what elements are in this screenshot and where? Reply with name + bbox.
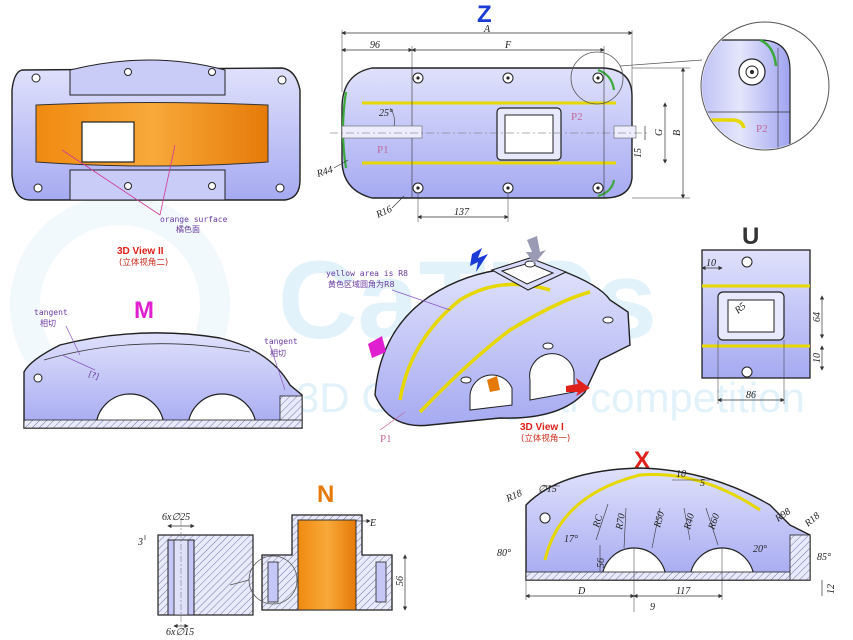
- dim-x-r40: R40: [682, 512, 697, 531]
- view-n: N E 56: [229, 481, 408, 611]
- dim-holes-top: 6x∅25: [162, 512, 190, 523]
- dim-15: 15: [633, 148, 644, 158]
- tangent-note-right: tangent: [264, 337, 298, 346]
- view-3d-1: P1 yellow area is R8 黄色区域圆角为R8 3D View I…: [326, 236, 631, 445]
- dim-x-r60: R60: [706, 512, 722, 532]
- view-n-label: N: [317, 481, 334, 508]
- dim-u-64: 64: [812, 312, 823, 322]
- dim-u-86: 86: [746, 390, 756, 401]
- yellow-area-note-cn: 黄色区域圆角为R8: [328, 279, 395, 289]
- view-x-label: X: [634, 447, 650, 474]
- dim-x-10: 10: [676, 469, 686, 480]
- point-p1-3d: P1: [380, 433, 392, 445]
- detail-point-p2: P2: [756, 123, 768, 135]
- dim-x-12: 12: [826, 584, 837, 594]
- dim-holes-3: 3: [137, 537, 143, 548]
- dim-n-56: 56: [395, 576, 406, 586]
- view-m: M [?] tangent 相切 tangent 相切: [23, 297, 303, 429]
- dim-g: G: [654, 129, 665, 136]
- view-3d-2: orange surface 橘色面 3D View II (立体视角二): [11, 59, 301, 268]
- detail-view: P2: [700, 21, 830, 151]
- dim-b: B: [672, 130, 683, 136]
- view-3d-2-sublabel: (立体视角二): [119, 257, 168, 268]
- dim-f: F: [504, 40, 512, 51]
- view-u-label: U: [742, 223, 759, 250]
- dim-x-5: 5: [700, 478, 705, 489]
- view-z: Z A 96 F 25° P1 P2: [315, 1, 703, 222]
- tangent-note-right-cn: 相切: [270, 348, 286, 358]
- dim-x-r70: R70: [614, 513, 628, 532]
- dim-n-e: E: [369, 518, 376, 529]
- dim-u-10a: 10: [706, 258, 716, 269]
- m-mark: [?]: [87, 369, 100, 381]
- dim-x-rc: RC: [591, 513, 605, 529]
- point-p1: P1: [377, 144, 389, 156]
- yellow-area-note: yellow area is R8: [326, 269, 408, 278]
- view-z-label: Z: [477, 1, 492, 28]
- orange-surface-note: orange surface: [160, 215, 228, 224]
- dim-x-80: 80°: [497, 548, 511, 559]
- dim-holes-bottom: 6x∅15: [166, 627, 194, 638]
- view-3d-1-sublabel: (立体视角一): [521, 433, 570, 444]
- tangent-note-left-cn: 相切: [40, 318, 56, 328]
- point-p2: P2: [571, 111, 583, 123]
- view-x: X R18 ∅15 10 5 R98 R18 RC R70 R50 R40 R6…: [497, 447, 837, 613]
- view-u: U 10 R5 64 10 86: [701, 223, 825, 404]
- dim-x-117: 117: [676, 586, 691, 597]
- dim-137: 137: [454, 207, 470, 218]
- dim-x-d: D: [577, 586, 586, 597]
- orange-surface-note-cn: 橘色面: [176, 224, 200, 234]
- view-3d-1-label: 3D View I: [520, 422, 564, 433]
- dim-x-56: 56: [596, 558, 607, 568]
- dim-96: 96: [370, 40, 380, 51]
- dim-x-r18b: R18: [802, 511, 822, 530]
- dim-a: A: [483, 24, 491, 35]
- dim-x-r18a: R18: [504, 488, 524, 505]
- hole-section: 6x∅25 3 6x∅15: [137, 512, 254, 638]
- dim-x-r50: R50: [652, 510, 667, 529]
- dim-x-9: 9: [650, 602, 655, 613]
- dim-r44: R44: [315, 164, 335, 180]
- dim-x-85: 85°: [817, 552, 831, 563]
- dim-x-17: 17°: [564, 534, 578, 545]
- view-3d-2-label: 3D View II: [117, 246, 164, 257]
- view-m-label: M: [134, 297, 154, 324]
- dim-u-10b: 10: [812, 353, 823, 363]
- dim-x-20: 20°: [753, 544, 767, 555]
- tangent-note-left: tangent: [34, 308, 68, 317]
- dim-angle-25: 25°: [379, 108, 393, 119]
- dim-x-d15: ∅15: [538, 484, 557, 495]
- dim-r16: R16: [374, 204, 394, 221]
